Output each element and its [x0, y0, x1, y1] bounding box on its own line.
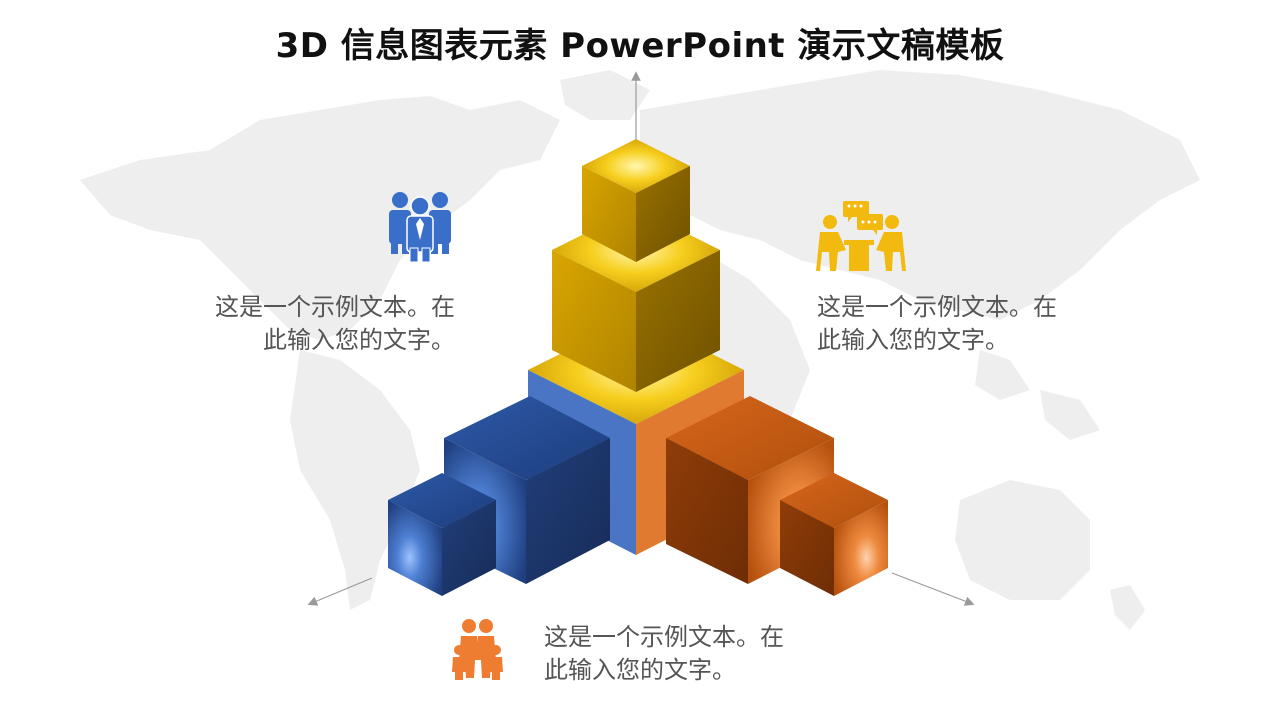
business-team-icon [389, 192, 451, 263]
page-title: 3D 信息图表元素 PowerPoint 演示文稿模板 [275, 26, 1005, 66]
caption-right-line1: 这是一个示例文本。在 [817, 293, 1057, 321]
caption-left: 这是一个示例文本。在 此输入您的文字。 [190, 291, 455, 357]
caption-bottom-line2: 此输入您的文字。 [544, 656, 736, 684]
axis-lines [307, 71, 975, 606]
blue-small-cube [388, 473, 496, 596]
orange-small-cube [780, 473, 888, 596]
caption-right: 这是一个示例文本。在 此输入您的文字。 [817, 291, 1097, 357]
caption-left-line2: 此输入您的文字。 [263, 326, 455, 354]
axis-right [891, 572, 975, 606]
meeting-chat-icon [816, 201, 906, 271]
caption-right-line2: 此输入您的文字。 [817, 326, 1009, 354]
caption-bottom-line1: 这是一个示例文本。在 [544, 623, 784, 651]
caption-bottom: 这是一个示例文本。在 此输入您的文字。 [544, 621, 824, 687]
family-icon [452, 619, 503, 680]
gold-small-cube [582, 139, 690, 262]
axis-left [307, 577, 373, 606]
caption-left-line1: 这是一个示例文本。在 [215, 293, 455, 321]
